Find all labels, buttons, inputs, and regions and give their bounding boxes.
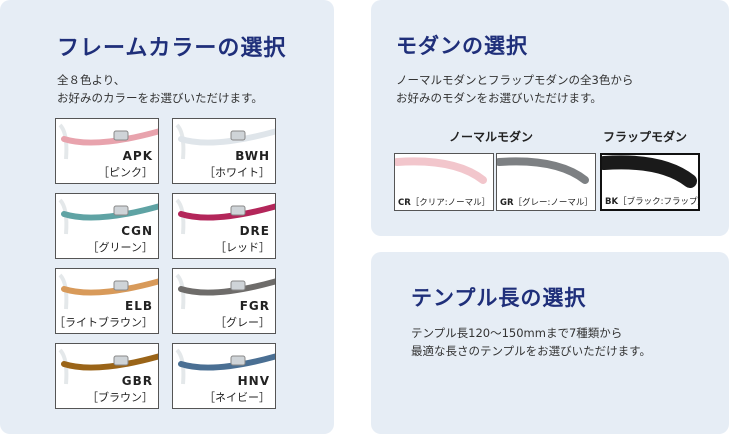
frame-color-option[interactable]: DRE ［レッド］ [172,193,276,259]
frame-color-name: ［ブラウン］ [87,391,153,404]
modern-option-code: CR [398,198,411,208]
frame-color-title: フレームカラーの選択 [57,36,287,61]
frame-color-name: ［ホワイト］ [204,166,270,179]
frame-color-desc-2: お好みのカラーをお選びいただけます。 [57,91,263,105]
modern-option[interactable]: GR［グレー:ノーマル］ [496,153,596,211]
modern-tip-image [497,157,589,184]
frame-temple-image [58,123,158,160]
modern-desc-1: ノーマルモダンとフラップモダンの全3色から [396,73,634,87]
frame-color-name: ［ピンク］ [98,166,153,179]
modern-option-name: ［グレー:ノーマル］ [513,198,593,208]
frame-color-panel: フレームカラーの選択 全８色より、 お好みのカラーをお選びいただけます。 APK… [0,0,334,434]
modern-option-code: BK [605,197,619,207]
temple-title: テンプル長の選択 [411,286,587,310]
modern-option[interactable]: CR［クリア:ノーマル］ [394,153,494,211]
modern-option-label: BK［ブラック:フラップ］ [605,195,700,207]
temple-desc-1: テンプル長120〜150mmまで7種類から [411,326,623,340]
modern-head-normal: ノーマルモダン [449,130,534,144]
modern-option-name: ［クリア:ノーマル］ [410,198,491,208]
modern-panel: モダンの選択 ノーマルモダンとフラップモダンの全3色から お好みのモダンをお選び… [371,0,729,236]
frame-color-option[interactable]: HNV ［ネイビー］ [172,343,276,409]
modern-option-label: GR［グレー:ノーマル］ [500,196,593,208]
frame-color-option[interactable]: APK ［ピンク］ [55,118,159,184]
frame-color-option[interactable]: GBR ［ブラウン］ [55,343,159,409]
frame-temple-image [175,123,275,160]
temple-desc-2: 最適な長さのテンプルをお選びいただけます。 [411,344,652,358]
temple-panel: テンプル長の選択 テンプル長120〜150mmまで7種類から 最適な長さのテンプ… [371,252,729,434]
frame-color-code: ELB [125,299,153,313]
frame-temple-image [175,198,275,235]
frame-temple-image [175,348,275,385]
frame-color-code: GBR [121,374,153,388]
modern-desc-2: お好みのモダンをお選びいただけます。 [396,91,602,105]
frame-color-code: BWH [235,149,270,163]
frame-color-code: APK [122,149,153,163]
frame-color-desc-1: 全８色より、 [57,73,126,87]
modern-title: モダンの選択 [396,34,528,58]
frame-color-name: ［レッド］ [215,241,270,254]
frame-temple-image [58,348,158,385]
frame-temple-image [58,198,158,235]
modern-option[interactable]: BK［ブラック:フラップ］ [600,153,700,211]
frame-color-option[interactable]: BWH ［ホワイト］ [172,118,276,184]
frame-temple-image [175,273,275,310]
frame-color-name: ［ネイビー］ [204,391,270,404]
frame-color-name: ［ライトブラウン］ [55,316,153,329]
modern-option-label: CR［クリア:ノーマル］ [398,196,490,208]
frame-color-name: ［グリーン］ [87,241,153,254]
modern-option-code: GR [500,198,514,208]
modern-tip-image [602,155,697,188]
modern-tip-image [395,157,487,184]
modern-option-name: ［ブラック:フラップ］ [618,197,700,207]
frame-color-code: DRE [239,224,270,238]
frame-temple-image [58,273,158,310]
frame-color-option[interactable]: ELB ［ライトブラウン］ [55,268,159,334]
frame-color-option[interactable]: CGN ［グリーン］ [55,193,159,259]
frame-color-code: FGR [239,299,270,313]
frame-color-option[interactable]: FGR ［グレー］ [172,268,276,334]
frame-color-name: ［グレー］ [215,316,270,329]
frame-color-code: HNV [237,374,270,388]
modern-head-flap: フラップモダン [603,130,688,144]
frame-color-code: CGN [121,224,153,238]
